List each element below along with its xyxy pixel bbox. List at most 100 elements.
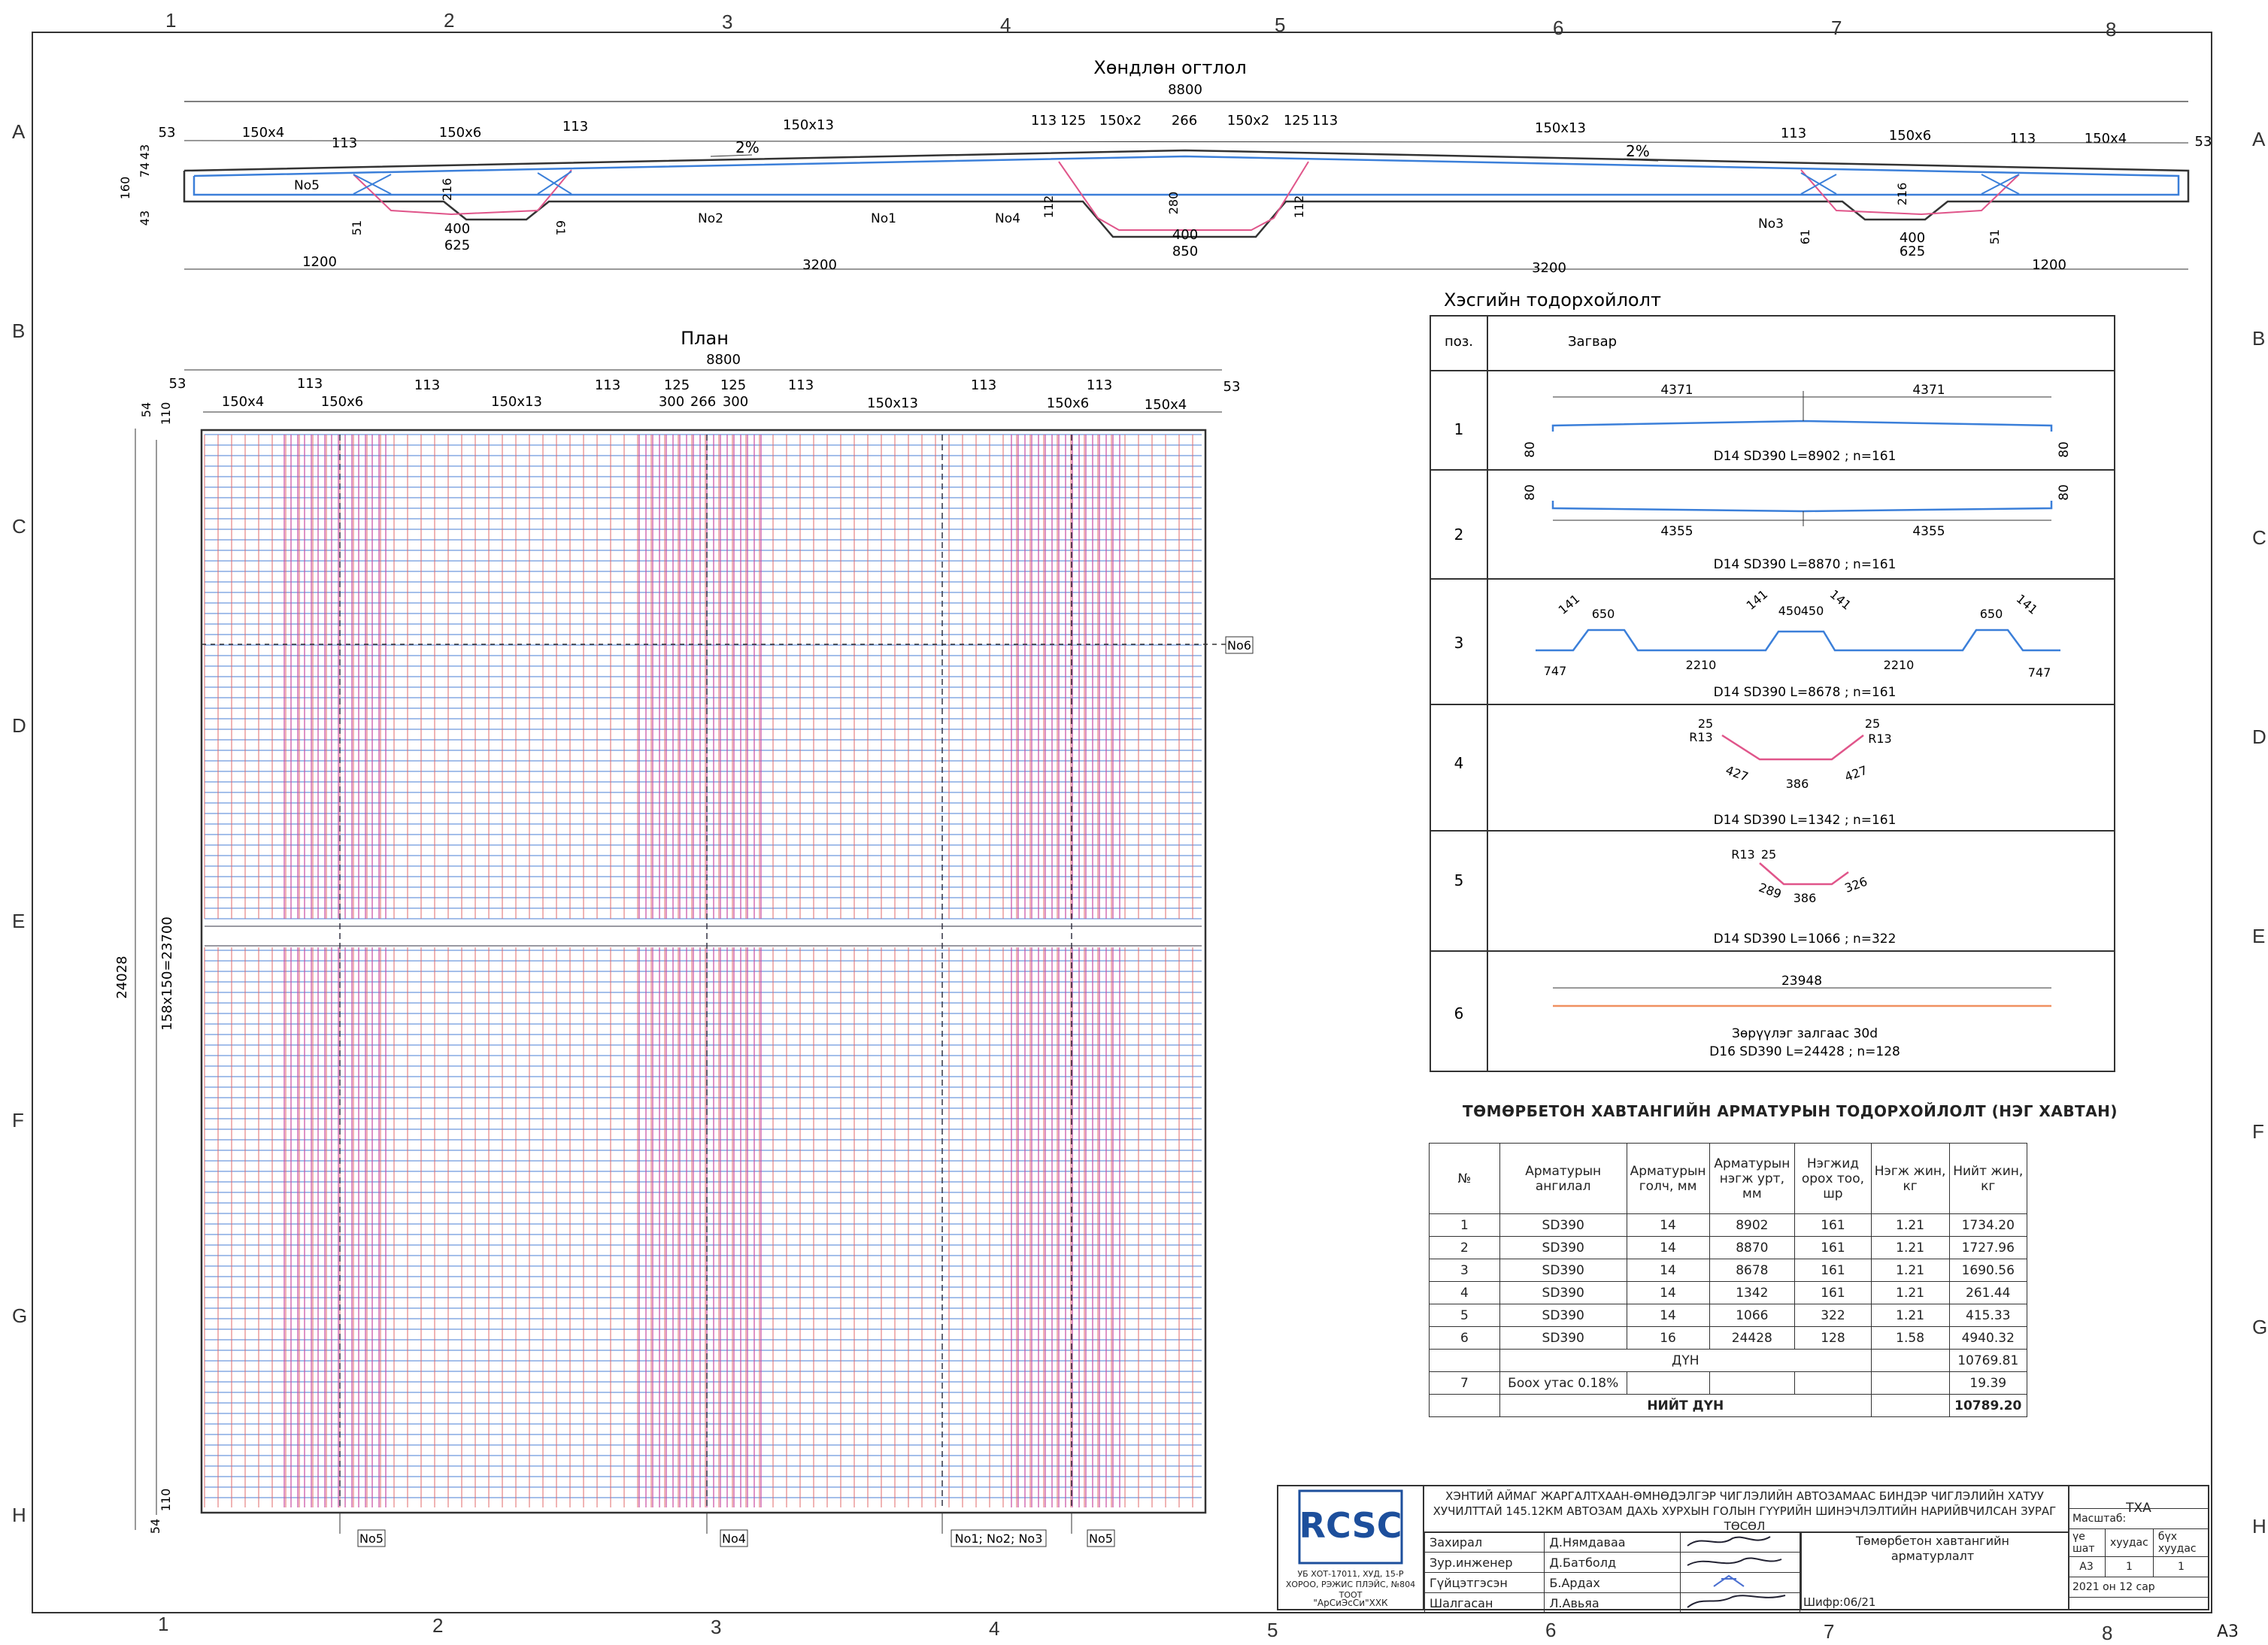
tag-no6: No6 <box>1227 638 1251 653</box>
cell: 1 <box>1429 1213 1500 1237</box>
cell: 3 <box>1429 1259 1500 1282</box>
caption-3: D14 SD390 L=8678 ; n=161 <box>1714 685 1897 700</box>
dim: 53 <box>2195 134 2212 150</box>
dim: 150x2 <box>1099 113 1142 129</box>
dim: 25 <box>1865 716 1880 731</box>
col-label: 3 <box>711 1616 722 1638</box>
dim: 625 <box>444 238 470 253</box>
dim: 125 <box>1284 113 1309 129</box>
col-label: 6 <box>1553 17 1564 39</box>
cell: SD390 <box>1499 1326 1627 1350</box>
sum-label: ДҮН <box>1499 1349 1872 1372</box>
cell: 1342 <box>1709 1281 1796 1304</box>
bar-details-drawing: Хэсгийн тодорхойлолт поз. Загвар 1 2 3 4… <box>1430 289 2115 1072</box>
dim: 53 <box>159 125 176 141</box>
dim: 400 <box>1900 230 1925 246</box>
cell: 1066 <box>1709 1304 1796 1327</box>
row-label: A <box>2252 128 2266 150</box>
cell: 415.33 <box>1948 1304 2028 1327</box>
dim: 110 <box>159 402 173 426</box>
bar-label: No1 <box>871 211 896 226</box>
dim: 113 <box>1312 113 1338 129</box>
row-label: H <box>2252 1515 2266 1537</box>
cell: 161 <box>1794 1259 1872 1282</box>
dim: 150x13 <box>783 117 834 133</box>
col-label: 3 <box>722 11 733 33</box>
row-label: F <box>2252 1120 2264 1143</box>
plan-total-dim: 8800 <box>706 352 741 368</box>
col-label: 5 <box>1267 1619 1278 1641</box>
cell: 1727.96 <box>1948 1236 2028 1259</box>
row-label: B <box>2252 327 2266 350</box>
cell: 322 <box>1794 1304 1872 1327</box>
bar-label: No3 <box>1758 217 1784 232</box>
plan-drawing: План 8800 53 113 113 113 125 125 113 113… <box>114 328 1254 1547</box>
caption-1: D14 SD390 L=8902 ; n=161 <box>1714 449 1897 464</box>
dim: 4355 <box>1912 524 1945 539</box>
cell: 14 <box>1626 1281 1710 1304</box>
dim: 4371 <box>1912 383 1945 398</box>
dim: 150x13 <box>867 395 918 411</box>
pos-1: 1 <box>1454 420 1464 438</box>
col-label: 1 <box>158 1613 169 1635</box>
cell: 8902 <box>1709 1213 1796 1237</box>
logo-text: RCSC <box>1299 1505 1402 1546</box>
plan-height-spacing: 158x150=23700 <box>159 916 175 1031</box>
dim: 112 <box>1042 195 1056 219</box>
role: Захирал <box>1424 1531 1545 1553</box>
details-col-shape: Загвар <box>1568 334 1617 350</box>
col-stage: үе шат <box>2068 1528 2106 1557</box>
dim: 386 <box>1786 777 1809 791</box>
total-value: 10789.20 <box>1948 1394 2028 1417</box>
row-label: B <box>12 320 26 342</box>
dim: 4355 <box>1660 524 1693 539</box>
role: Гүйцэтгэсэн <box>1424 1572 1545 1593</box>
col-label: 8 <box>2102 1622 2113 1644</box>
cipher: Шифр:06/21 <box>1803 1595 1876 1609</box>
sum-value: 10769.81 <box>1948 1349 2028 1372</box>
dim: 141 <box>1827 587 1854 613</box>
dim: 326 <box>1843 874 1869 895</box>
dim: 113 <box>414 377 440 393</box>
section-top-dims: 53 150x4 113 150x6 113 150x13 113 125 15… <box>159 113 2212 151</box>
drawing-frame <box>32 32 2212 1613</box>
dim: 113 <box>297 376 323 392</box>
spec-table: № Арматурын ангилал Арматурын голч, мм А… <box>1429 1143 2028 1417</box>
project-title: ХЭНТИЙ АЙМАГ ЖАРГАЛТХААН-ӨМНӨДЭЛГЭР ЧИГЛ… <box>1433 1489 2057 1533</box>
dim: 43 <box>138 211 152 226</box>
cell: SD390 <box>1499 1281 1627 1304</box>
caption-6: Зөрүүлэг залгаас 30d <box>1732 1026 1878 1041</box>
dim: 80 <box>2057 484 2072 501</box>
spec-table-title: ТӨМӨРБЕТОН ХАВТАНГИЙН АРМАТУРЫН ТОДОРХОЙ… <box>1463 1102 2118 1120</box>
cell: 6 <box>1429 1326 1500 1350</box>
row-label: D <box>2252 726 2266 748</box>
th-class: Арматурын ангилал <box>1499 1143 1627 1214</box>
cell: 14 <box>1626 1213 1710 1237</box>
dim: 53 <box>169 376 186 392</box>
dim: 216 <box>1895 183 1909 206</box>
deck-outline <box>183 149 2190 238</box>
wire-label: Боох утас 0.18% <box>1499 1371 1627 1395</box>
plan-height-total: 24028 <box>114 956 130 998</box>
plan-rebar-grid <box>204 434 1202 1507</box>
dim: 150x2 <box>1227 113 1269 129</box>
cell: 4940.32 <box>1948 1326 2028 1350</box>
sum-row: ДҮН 10769.81 <box>1429 1349 2028 1372</box>
dim: 51 <box>1988 229 2002 244</box>
dim: 113 <box>2010 131 2036 147</box>
dim: 125 <box>720 377 746 393</box>
cell: 5 <box>1429 1304 1500 1327</box>
cell: 261.44 <box>1948 1281 2028 1304</box>
dim: 450 <box>1778 604 1802 618</box>
dim: 51 <box>350 220 364 235</box>
wire-no: 7 <box>1429 1371 1500 1395</box>
dim: 53 <box>1223 379 1241 395</box>
dim: 747 <box>2028 665 2051 680</box>
cell: SD390 <box>1499 1259 1627 1282</box>
dim: 280 <box>1166 192 1181 215</box>
dim: 113 <box>595 377 620 393</box>
